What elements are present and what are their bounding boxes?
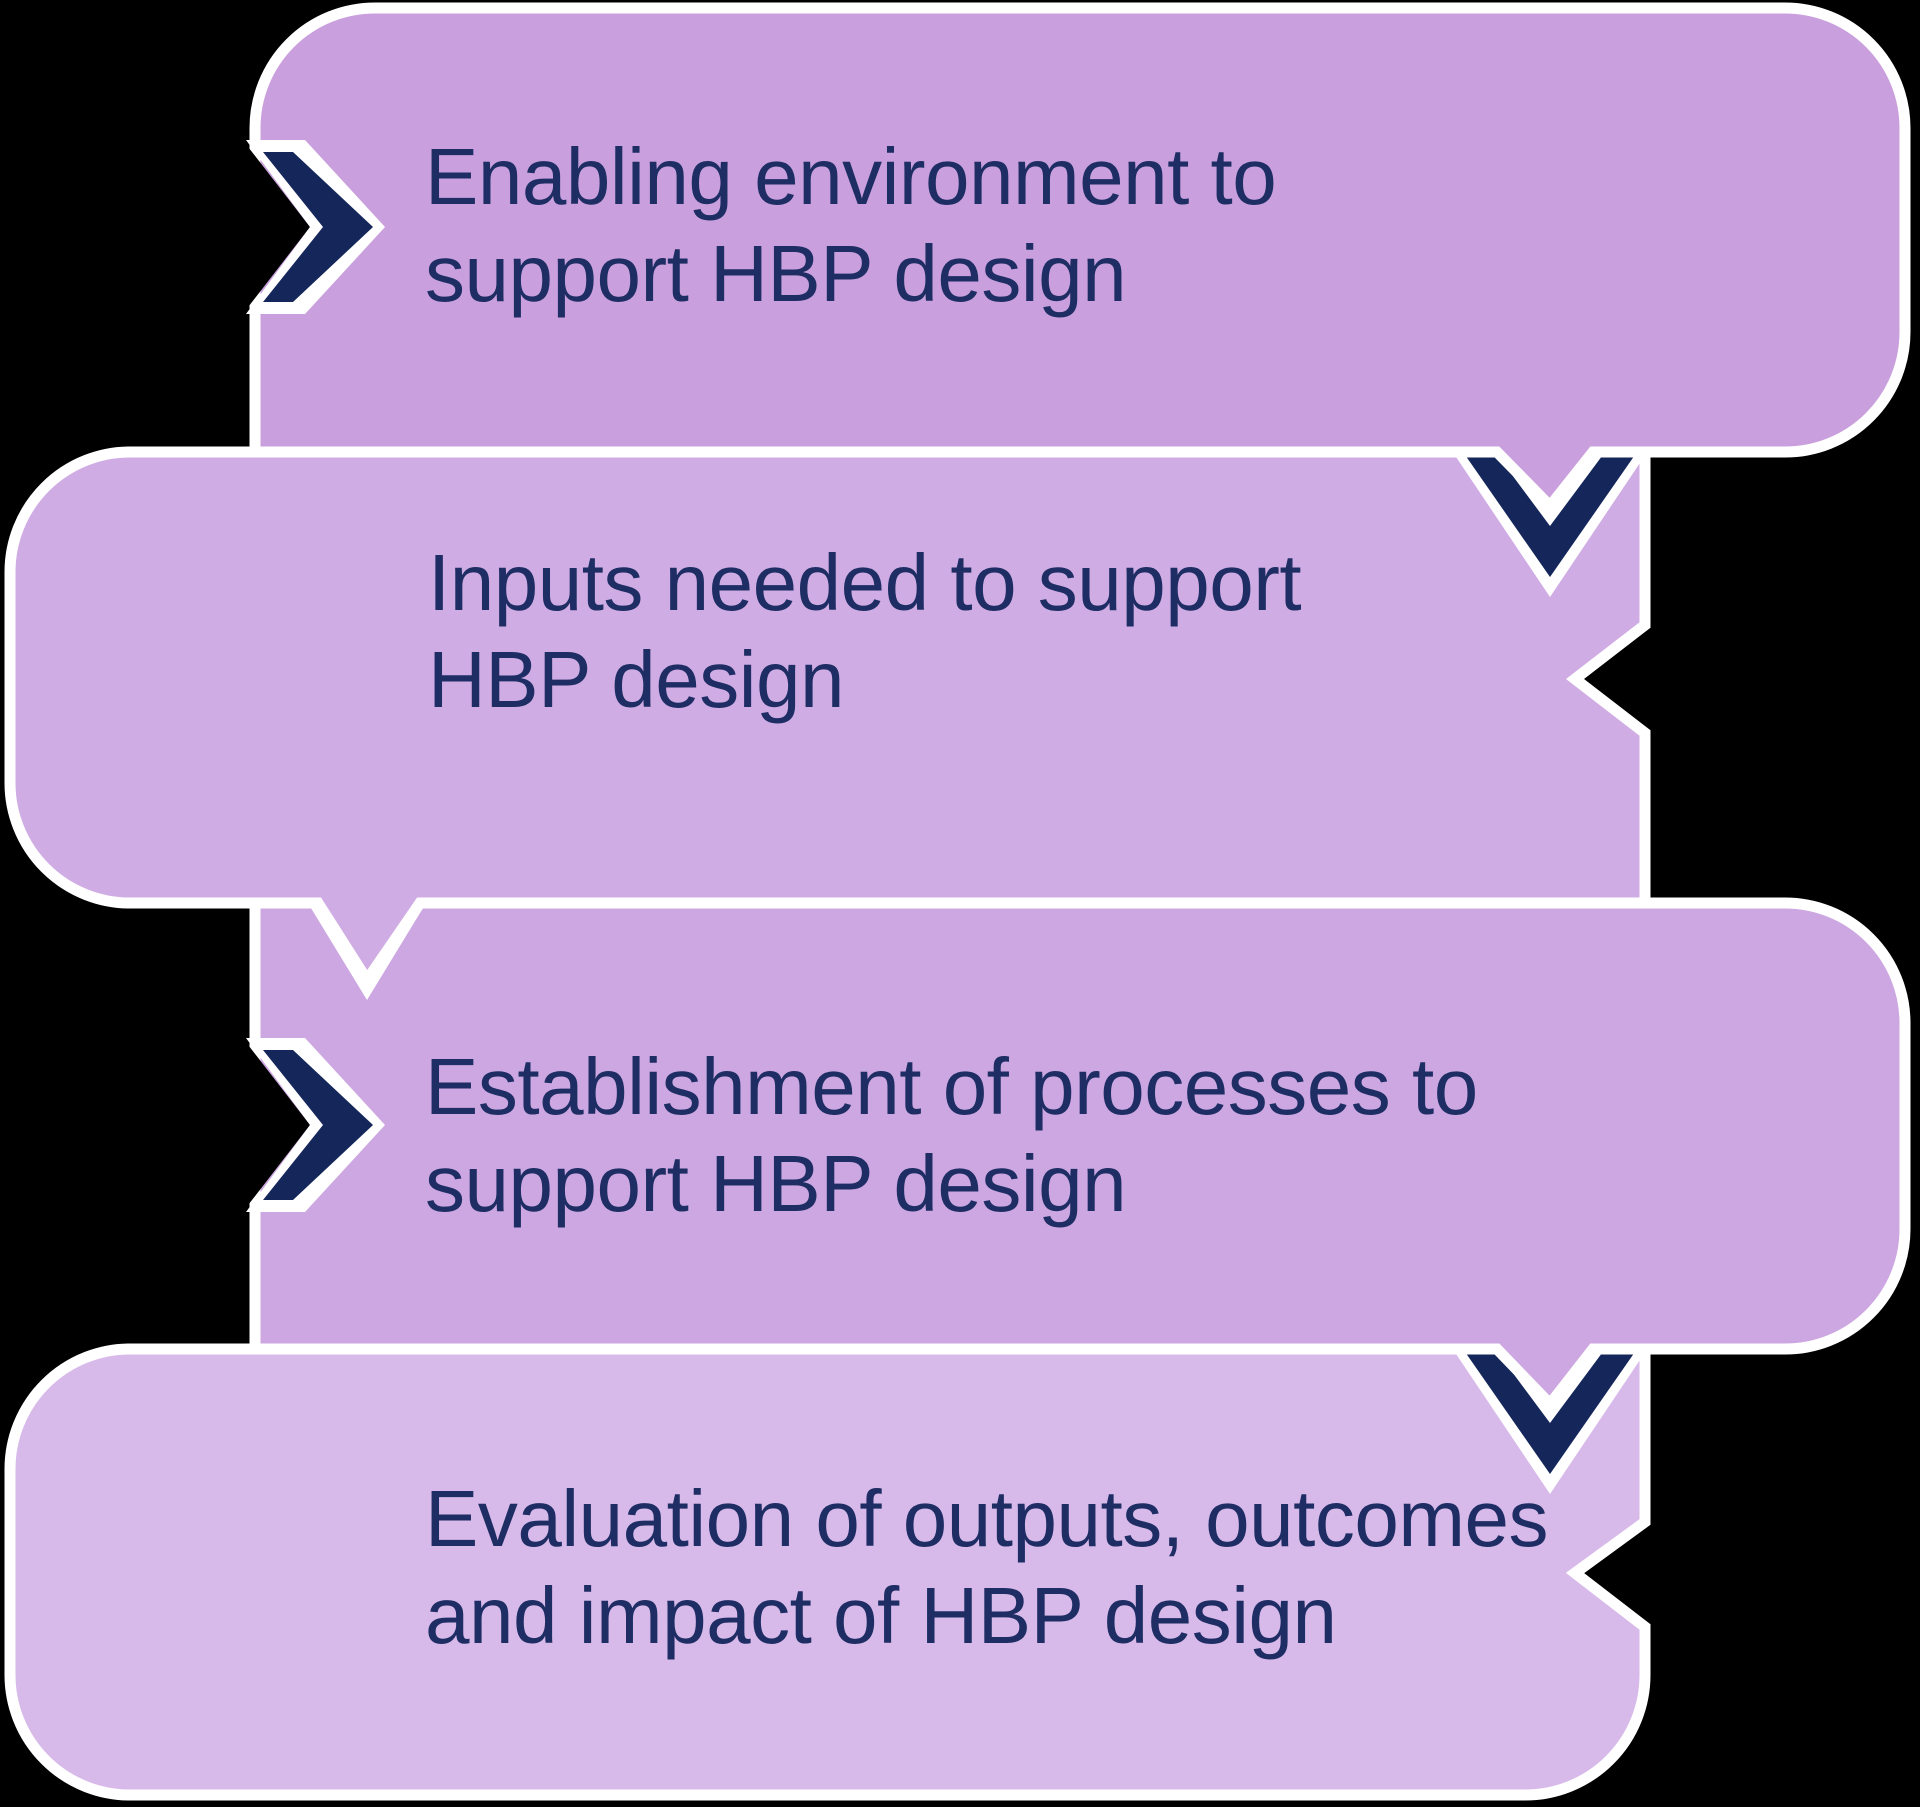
step-2-shape bbox=[4, 446, 1651, 990]
chevron-right-icon-1-outline bbox=[246, 140, 385, 314]
chevron-right-icon-1 bbox=[263, 152, 373, 302]
step-1-label: Enabling environment to support HBP desi… bbox=[425, 132, 1277, 318]
step-1-shape bbox=[249, 2, 1911, 515]
chevron-right-icon-3 bbox=[263, 1050, 373, 1200]
step-3-label: Establishment of processes to support HB… bbox=[425, 1042, 1478, 1228]
step-1-notch-wedge bbox=[242, 139, 310, 315]
step-4-shape bbox=[4, 1343, 1651, 1801]
chevron-right-icon-3-outline bbox=[246, 1038, 385, 1212]
step-2-label: Inputs needed to support HBP design bbox=[428, 538, 1302, 724]
step-3-notch-wedge bbox=[242, 1037, 310, 1213]
step-3-shape bbox=[249, 897, 1911, 1413]
chevron-down-icon-1-2 bbox=[1463, 452, 1637, 577]
step-4-label: Evaluation of outputs, outcomes and impa… bbox=[425, 1474, 1548, 1660]
chevron-down-icon-3-4 bbox=[1463, 1349, 1637, 1474]
